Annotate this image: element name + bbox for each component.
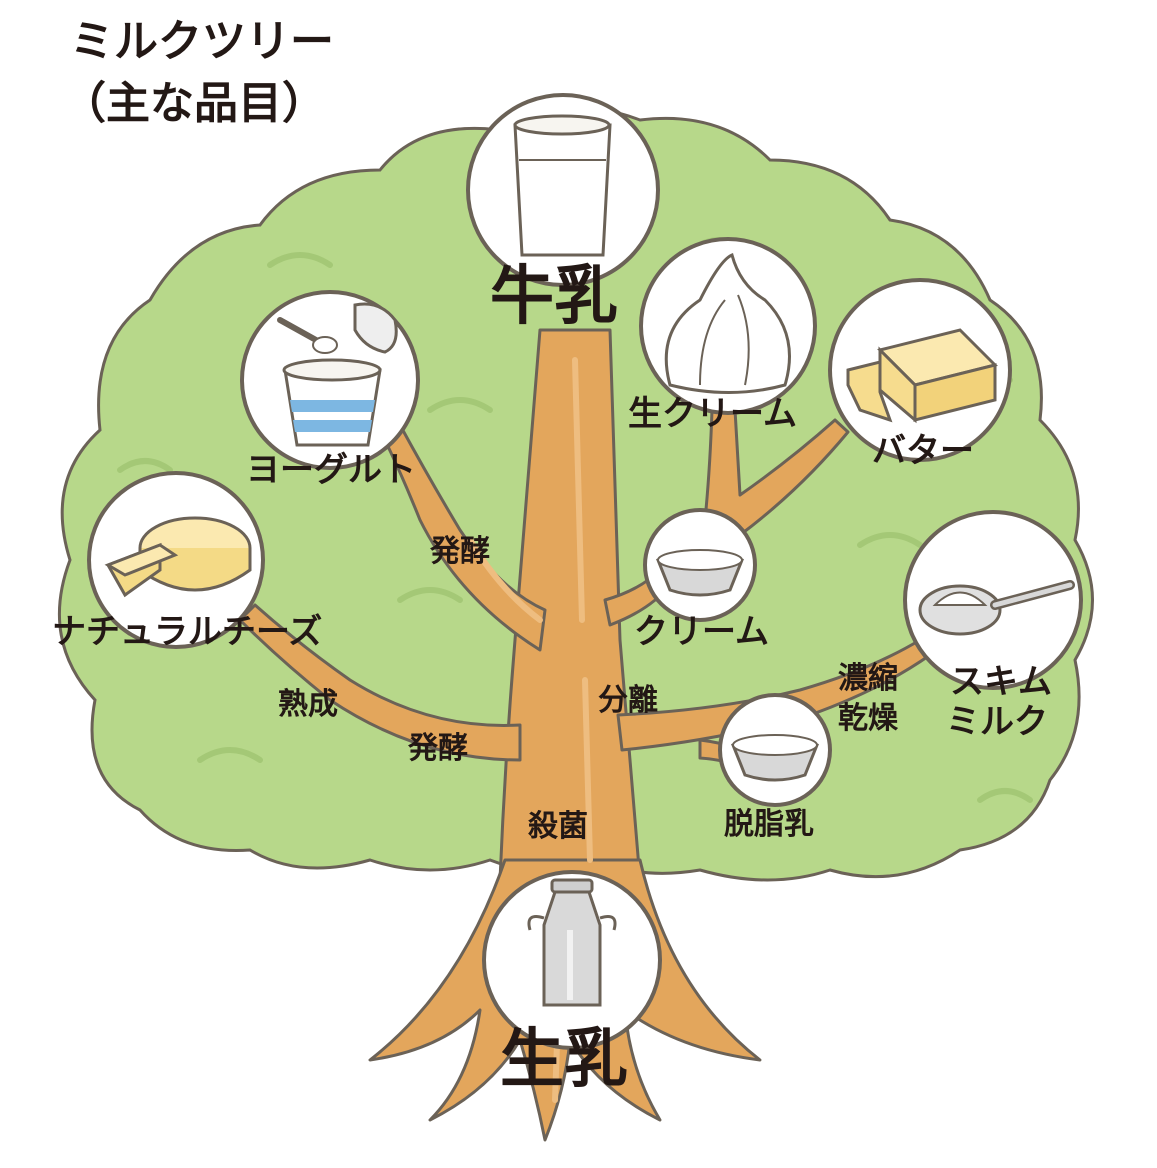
label-fresh-cream: 生クリーム bbox=[628, 394, 797, 434]
label-skimmed-milk: 脱脂乳 bbox=[724, 807, 814, 842]
label-butter: バター bbox=[872, 431, 974, 471]
label-cream: クリーム bbox=[634, 612, 769, 652]
cream-bowl-icon bbox=[643, 508, 757, 622]
process-sterilization: 殺菌 bbox=[528, 809, 588, 844]
process-fermentation-yogurt: 発酵 bbox=[430, 534, 490, 569]
label-skim-milk-line2: ミルク bbox=[946, 702, 1048, 742]
page-title-line1: ミルクツリー bbox=[70, 16, 334, 67]
process-ripening: 熟成 bbox=[278, 687, 338, 722]
label-raw-milk: 生乳 bbox=[500, 1023, 628, 1097]
cheese-icon bbox=[87, 471, 265, 649]
whipped-cream-icon bbox=[639, 237, 817, 415]
process-concentration: 濃縮 bbox=[838, 661, 898, 696]
skim-milk-powder-icon bbox=[903, 510, 1083, 690]
label-yogurt: ヨーグルト bbox=[246, 450, 416, 490]
process-separation: 分離 bbox=[598, 683, 658, 718]
label-skim-milk-line1: スキム bbox=[950, 662, 1052, 702]
skimmed-milk-bowl-icon bbox=[718, 693, 832, 807]
process-drying: 乾燥 bbox=[838, 701, 898, 736]
page-title-line2: （主な品目） bbox=[62, 78, 326, 129]
label-natural-cheese: ナチュラルチーズ bbox=[52, 612, 323, 652]
milk-can-icon bbox=[482, 870, 662, 1050]
yogurt-icon bbox=[240, 290, 420, 470]
label-milk: 牛乳 bbox=[490, 260, 618, 334]
butter-icon bbox=[828, 278, 1012, 462]
milk-glass-icon bbox=[466, 93, 660, 287]
process-fermentation-cheese: 発酵 bbox=[408, 731, 468, 766]
tree-trunk bbox=[238, 328, 932, 1142]
